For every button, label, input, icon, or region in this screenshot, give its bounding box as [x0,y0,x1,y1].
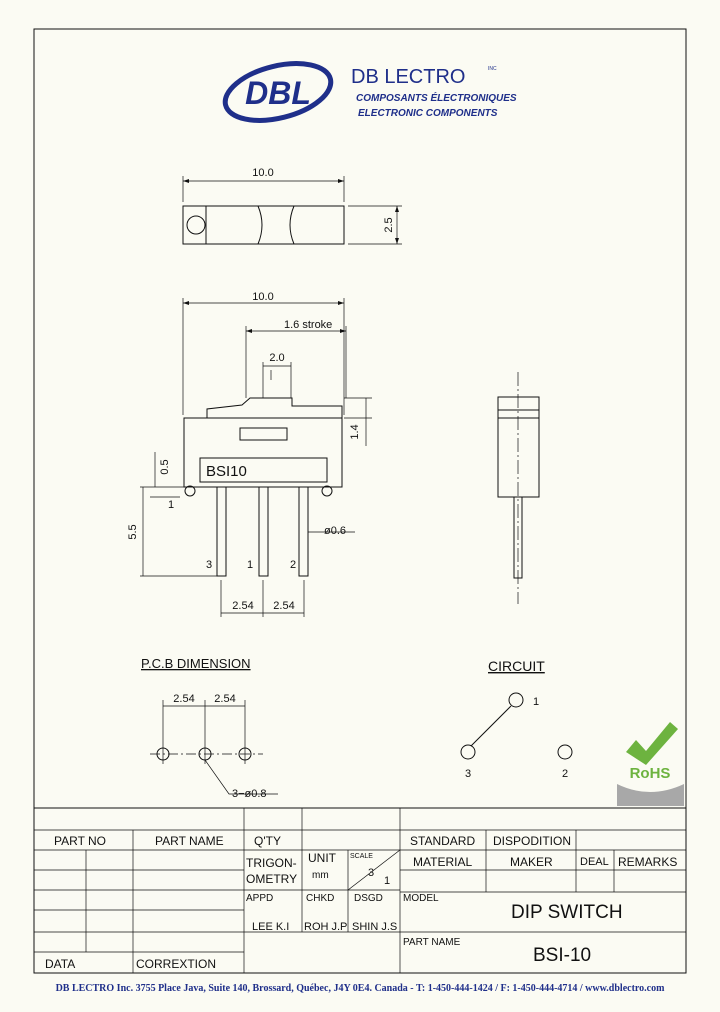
tb-appd: APPD [246,893,273,904]
actuator-height-label: 1.4 [349,424,361,439]
actuator-width-label: 2.0 [269,352,284,364]
tb-chkd-name: ROH J.P [304,921,347,933]
pcb-title: P.C.B DIMENSION [141,656,251,671]
pin-left [216,486,227,577]
pitch-1-label: 2.54 [232,600,253,612]
tb-data: DATA [45,957,75,971]
circuit-pin-top: 1 [533,696,539,708]
top-view: 10.0 2.5 [182,167,402,245]
tb-trigonometry-2: OMETRY [246,872,297,886]
pin-middle [258,486,269,577]
tb-scale: SCALE [350,853,373,860]
tb-dsgd-name: SHIN J.S [352,921,397,933]
rohs-badge: RoHS [617,722,684,806]
body-label: BSI10 [206,463,247,480]
tb-material: MATERIAL [413,855,472,869]
pcb-holes-label: 3−ø0.8 [232,788,267,800]
pin-diameter-label: ø0.6 [324,525,346,537]
tb-part-name: PART NAME [155,834,224,848]
tb-unit-value: mm [312,870,329,881]
tb-unit: UNIT [308,851,337,865]
tb-appd-name: LEE K.I [252,921,289,933]
tb-remarks: REMARKS [618,855,677,869]
pin-right [298,486,309,577]
top-width-label: 10.0 [252,167,273,179]
body-label-box [199,457,328,483]
pitch-2-label: 2.54 [273,600,294,612]
circuit-pin-left: 3 [465,768,471,780]
rohs-label: RoHS [630,765,671,782]
pcb-pitch-1: 2.54 [173,693,194,705]
pin-label-left: 3 [206,559,212,571]
tb-maker: MAKER [510,855,553,869]
tb-part-name-label: PART NAME [403,937,461,948]
logo-text: DBL [245,75,311,111]
tb-scale-num: 3 [368,867,374,879]
tb-qty: Q'TY [254,834,281,848]
pcb-hole [238,747,252,761]
actuator-profile [206,397,343,418]
tb-model: MODEL [403,893,439,904]
tb-dsgd: DSGD [354,893,383,904]
tb-correxion: CORREXTION [136,957,216,971]
circuit-diagram: CIRCUIT 1 3 2 [460,658,573,780]
side-width-label: 10.0 [252,291,273,303]
company-name: DB LECTRO [351,66,465,88]
circuit-pin-right: 2 [562,768,568,780]
company-tagline-fr: COMPOSANTS ÉLECTRONIQUES [356,91,517,104]
pin-label-right: 2 [290,559,296,571]
tb-scale-den: 1 [384,875,390,887]
title-block: PART NO PART NAME Q'TY TRIGON- OMETRY UN… [34,807,686,973]
tb-disposition: DISPODITION [493,834,571,848]
circuit-title: CIRCUIT [488,658,545,674]
tb-standard: STANDARD [410,834,475,848]
company-name-suffix: INC [488,66,497,72]
stroke-label: 1.6 stroke [284,319,332,331]
logo-ellipse [222,61,334,123]
top-height-label: 2.5 [383,217,395,232]
end-view [497,372,540,604]
check-icon [626,722,678,765]
end-view-body [497,396,540,498]
tb-part-no: PART NO [54,834,106,848]
pcb-dimension: P.C.B DIMENSION 2.54 2.54 3−ø0.8 [141,656,278,800]
company-logo: DBL DB LECTRO INC COMPOSANTS ÉLECTRONIQU… [222,61,517,123]
sheet-border [33,28,687,974]
company-footer: DB LECTRO Inc. 3755 Place Java, Suite 14… [55,983,665,994]
pin-length-label: 5.5 [127,524,139,539]
body-offset-label: 0.5 [159,459,171,474]
end-view-pin [513,496,523,579]
tb-chkd: CHKD [306,893,334,904]
side-view: 10.0 1.6 stroke 2.0 1.4 BSI10 3 1 2 0.5 [127,291,372,617]
tb-deal: DEAL [580,856,609,868]
leader-label: 1 [168,499,174,511]
pcb-hole [156,747,170,761]
top-view-body [182,205,345,245]
tb-model-value: DIP SWITCH [511,902,623,923]
pin-label-middle: 1 [247,559,253,571]
pcb-pitch-2: 2.54 [214,693,235,705]
tb-trigonometry-1: TRIGON- [246,856,297,870]
company-tagline-en: ELECTRONIC COMPONENTS [358,108,498,119]
tb-part-name-value: BSI-10 [533,945,591,966]
